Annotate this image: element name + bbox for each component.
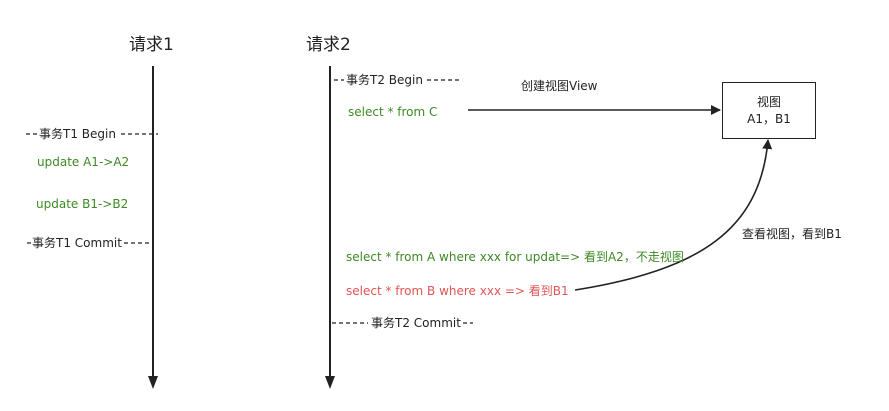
create-view-label: 创建视图View — [521, 79, 598, 93]
request1-title: 请求1 — [129, 35, 174, 55]
select-a-label: select * from A where xxx for updat=> 看到… — [346, 250, 684, 264]
t2-begin-label: 事务T2 Begin — [346, 73, 423, 87]
request2-title: 请求2 — [306, 35, 351, 55]
update-a-label: update A1->A2 — [37, 155, 130, 169]
select-c-label: select * from C — [348, 105, 438, 119]
t1-commit-label: 事务T1 Commit — [32, 236, 122, 250]
view-box-title: 视图 — [756, 94, 781, 109]
t1-begin-label: 事务T1 Begin — [39, 127, 116, 141]
check-view-label: 查看视图，看到B1 — [742, 227, 842, 241]
select-b-label: select * from B where xxx => 看到B1 — [346, 284, 569, 298]
view-box: 视图 A1，B1 — [722, 82, 816, 139]
request2-timeline-arrow-icon — [325, 376, 335, 389]
check-view-arrow — [574, 139, 773, 291]
request1-timeline-arrow-icon — [148, 376, 158, 389]
view-box-values: A1，B1 — [747, 111, 791, 126]
update-b-label: update B1->B2 — [36, 197, 129, 211]
t2-commit-label: 事务T2 Commit — [371, 316, 461, 330]
